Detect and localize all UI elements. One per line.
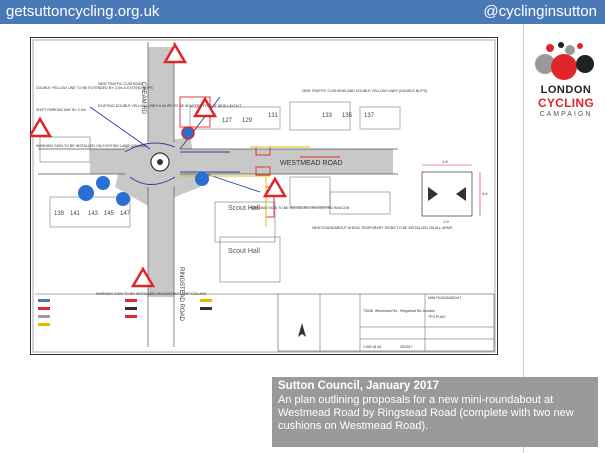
lcc-logo: LONDON CYCLING CAMPAIGN [528, 40, 604, 130]
svg-text:139: 139 [54, 211, 65, 217]
sidebar-divider [523, 24, 524, 453]
cheam-road-label: CHEAM RD [140, 82, 146, 115]
svg-text:MINI ROUNDABOUT: MINI ROUNDABOUT [428, 296, 462, 300]
svg-text:135: 135 [342, 113, 353, 119]
svg-text:143: 143 [88, 211, 99, 217]
plan-legend [35, 293, 278, 326]
scout-hall-label-2: Scout Hall [228, 248, 260, 255]
svg-text:NEW TRAFFIC CUSHIONS: NEW TRAFFIC CUSHIONS [98, 82, 143, 86]
svg-text:NEW ROUNDABOUT AHEAD TEMPORARY: NEW ROUNDABOUT AHEAD TEMPORARY SIGNS TO … [312, 226, 453, 230]
north-arrow-icon [298, 323, 306, 337]
scout-hall-label-1: Scout Hall [228, 205, 260, 212]
svg-text:1.8: 1.8 [442, 159, 448, 164]
title-block: T3036, Westmead Rd - Ringstead Rd Juncti… [277, 293, 495, 352]
svg-text:TPS PLAN: TPS PLAN [428, 315, 445, 319]
svg-text:129: 129 [242, 118, 253, 124]
roundabout-signs [78, 172, 209, 206]
svg-text:WARNING SIGN TO BE INSTALLED O: WARNING SIGN TO BE INSTALLED ON EXISTING… [250, 206, 350, 210]
ringstead-road-label: RINGSTEAD ROAD [178, 267, 184, 322]
yellow-lines [180, 146, 310, 227]
svg-text:1.9: 1.9 [443, 219, 449, 224]
website-url[interactable]: getsuttoncycling.org.uk [6, 3, 160, 20]
logo-line-2: CYCLING [537, 96, 595, 110]
svg-text:25/2017: 25/2017 [400, 345, 413, 349]
svg-text:T3036, Westmead Rd - Ringstead: T3036, Westmead Rd - Ringstead Rd Juncti… [363, 309, 435, 313]
svg-text:NEW TRAFFIC CUSHIONS AND DOUBL: NEW TRAFFIC CUSHIONS AND DOUBLE YELLOW L… [302, 89, 427, 93]
svg-text:145: 145 [104, 211, 115, 217]
svg-text:EXISTING DOUBLE YELLOW LINES &: EXISTING DOUBLE YELLOW LINES & BLIPS TO … [98, 104, 242, 108]
svg-text:127: 127 [222, 118, 233, 124]
caption-title: Sutton Council, January 2017 [278, 380, 440, 392]
svg-text:SHIFT PARKING BAY BY 2.5m: SHIFT PARKING BAY BY 2.5m [36, 108, 86, 112]
svg-text:WARNING SIGN TO BE INSTALLED O: WARNING SIGN TO BE INSTALLED ON EXISTING… [36, 144, 147, 148]
top-banner: getsuttoncycling.org.uk @cyclinginsutton [0, 0, 605, 24]
logo-circles-icon [535, 42, 594, 80]
caption-body: An plan outlining proposals for a new mi… [278, 394, 574, 432]
proposal-lines [89, 96, 261, 193]
caption-box: Sutton Council, January 2017 An plan out… [272, 377, 598, 447]
road-plan-drawing: WESTMEAD ROAD RINGSTEAD ROAD CHEAM RD Sc… [30, 37, 498, 355]
svg-text:1:500 @ A3: 1:500 @ A3 [363, 345, 381, 349]
logo-line-1: LONDON [540, 84, 592, 96]
svg-text:3.6: 3.6 [482, 191, 488, 196]
svg-text:133: 133 [322, 113, 333, 119]
svg-text:147: 147 [120, 211, 131, 217]
svg-text:131: 131 [268, 113, 279, 119]
westmead-road-label: WESTMEAD ROAD [280, 160, 343, 167]
twitter-handle[interactable]: @cyclinginsutton [483, 3, 597, 20]
road-edges [38, 42, 398, 347]
logo-line-3: CAMPAIGN [539, 111, 593, 118]
svg-text:DOUBLE YELLOW LINE TO BE EXTEN: DOUBLE YELLOW LINE TO BE EXTENDED BY 2.5… [36, 86, 153, 90]
road-surfaces [90, 47, 393, 297]
svg-text:141: 141 [70, 211, 81, 217]
cushion-detail: 1.8 3.6 1.9 [421, 159, 488, 224]
warning-signs [30, 42, 288, 288]
svg-text:137: 137 [364, 113, 375, 119]
house-numbers: 127 129 131 133 135 137 139 141 143 145 … [54, 113, 375, 217]
